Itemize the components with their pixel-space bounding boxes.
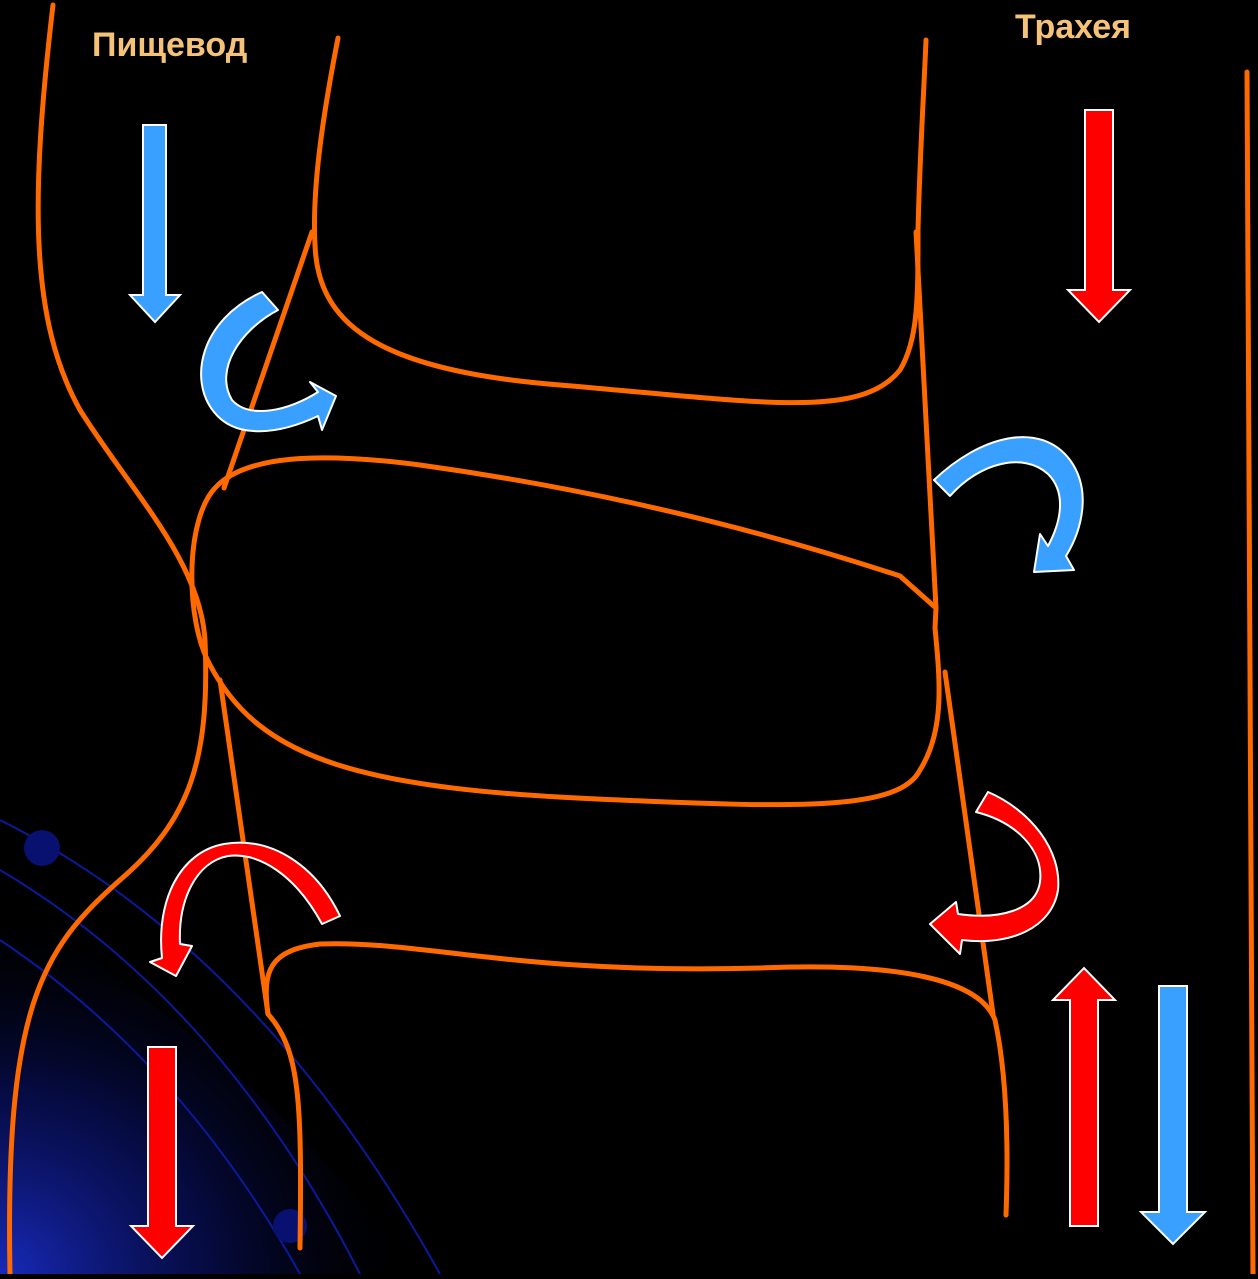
middle-segment: [192, 458, 939, 805]
curved-arrow-icon-blue-right: [934, 437, 1083, 572]
trachea-wall-upper: [916, 232, 936, 608]
esophagus-label: Пищевод: [92, 26, 247, 65]
straight-arrow-icon-red-up: [1053, 968, 1115, 1226]
decor-background: [0, 820, 440, 1274]
straight-arrow-icon-blue-down-left: [130, 125, 180, 322]
esophagus-right-wall-upper: [314, 38, 926, 403]
straight-arrows: [130, 110, 1205, 1258]
septum-upper: [224, 232, 312, 488]
straight-arrow-icon-blue-down: [1141, 986, 1205, 1244]
straight-arrow-icon-red-down-right: [1068, 110, 1130, 322]
trachea-label: Трахея: [1015, 8, 1131, 47]
decor-glow: [0, 900, 420, 1274]
curved-arrow-icon-red-right: [930, 792, 1058, 954]
trachea-wall-lower: [945, 672, 993, 1014]
right-boundary: [1247, 72, 1253, 1274]
decor-dot-1: [24, 830, 60, 866]
curved-arrows: [150, 292, 1083, 976]
lower-segment: [266, 944, 1007, 1215]
